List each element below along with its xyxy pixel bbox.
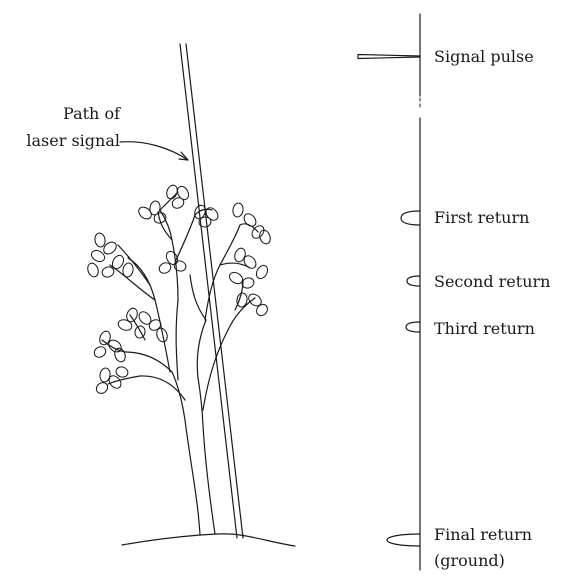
path-label-line2: laser signal: [20, 131, 120, 151]
laser-path: [180, 44, 243, 538]
tree-foliage: [86, 184, 272, 396]
signal-pulse-label: Signal pulse: [434, 47, 534, 67]
path-label-line1: Path of: [40, 104, 120, 124]
path-label-leader: [120, 142, 188, 160]
signal-pulse-waveform: [358, 55, 420, 59]
final-return-ground-label: (ground): [434, 551, 505, 571]
ground-line: [122, 534, 295, 546]
final-return-waveform: [387, 534, 420, 546]
first-return-waveform: [401, 211, 420, 225]
second-return-waveform: [407, 276, 420, 286]
final-return-label: Final return: [434, 525, 532, 545]
third-return-waveform: [406, 322, 420, 332]
second-return-label: Second return: [434, 272, 550, 292]
third-return-label: Third return: [434, 319, 535, 339]
first-return-label: First return: [434, 208, 529, 228]
